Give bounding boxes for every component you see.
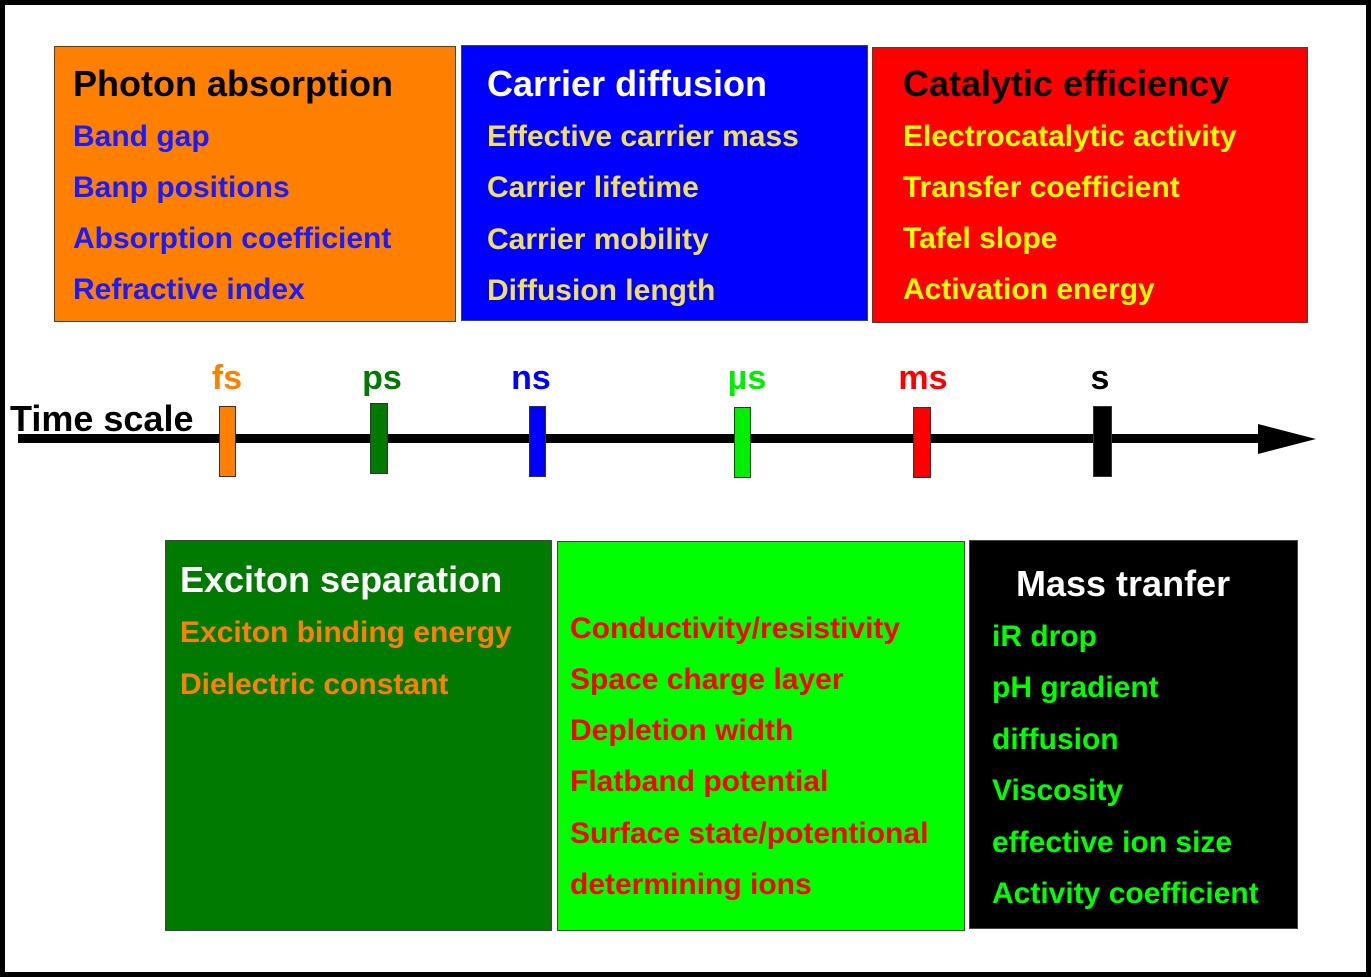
box-item: Viscosity [992,774,1124,807]
tick-mark-us [734,407,751,478]
box-item: Transfer coefficient [903,171,1180,204]
box-item: Exciton binding energy [180,616,512,649]
box-item: Diffusion length [487,274,716,307]
tick-mark-fs [219,406,236,477]
tick-mark-ms [913,407,931,478]
tick-mark-s [1093,406,1112,477]
box-item: Absorption coefficient [73,222,392,255]
tick-label-us: µs [727,359,767,397]
box-item: Carrier mobility [487,223,709,256]
box-item: Conductivity/resistivity [570,612,901,645]
box-title: Mass tranfer [1016,563,1231,604]
tick-label-ms: ms [898,359,948,397]
tick-label-fs: fs [211,359,243,397]
tick-mark-ns [529,406,546,477]
tick-label-ps: ps [362,359,402,397]
box-item: Activation energy [903,273,1155,306]
box-item: Dielectric constant [180,668,449,701]
box-item: Flatband potential [570,765,829,798]
box-item: Depletion width [570,714,794,747]
time-axis-line [18,434,1268,443]
carrier-diffusion-box: Carrier diffusion Effective carrier mass… [461,45,868,321]
box-item: iR drop [992,620,1097,653]
box-title: Photon absorption [73,63,393,104]
box-item: effective ion size [992,826,1233,859]
box-title: Carrier diffusion [487,63,768,104]
box-item: Banp positions [73,171,290,204]
box-item: Refractive index [73,273,305,306]
box-item: Surface state/potentional [570,817,929,850]
photon-absorption-box: Photon absorption Band gap Banp position… [54,46,456,322]
tick-label-ns: ns [511,359,551,397]
tick-mark-ps [370,403,388,474]
box-item: diffusion [992,723,1119,756]
box-item: determining ions [570,868,812,901]
box-item: Band gap [73,120,210,153]
box-item: pH gradient [992,671,1159,704]
arrow-right-icon [1258,424,1316,454]
box-item: Activity coefficient [992,877,1259,910]
box-title: Catalytic efficiency [903,63,1230,104]
tick-label-s: s [1090,359,1110,397]
box-title: Exciton separation [180,559,503,600]
catalytic-efficiency-box: Catalytic efficiency Electrocatalytic ac… [872,47,1308,323]
exciton-separation-box: Exciton separation Exciton binding energ… [165,540,552,931]
box-item: Electrocatalytic activity [903,120,1237,153]
box-item: Space charge layer [570,663,844,696]
semiconductor-properties-box: Conductivity/resistivity Space charge la… [557,541,965,931]
box-item: Carrier lifetime [487,171,699,204]
mass-transfer-box: Mass tranfer iR drop pH gradient diffusi… [969,540,1298,929]
box-item: Effective carrier mass [487,120,799,153]
box-item: Tafel slope [903,222,1058,255]
time-scale-label: Time scale [10,398,194,439]
